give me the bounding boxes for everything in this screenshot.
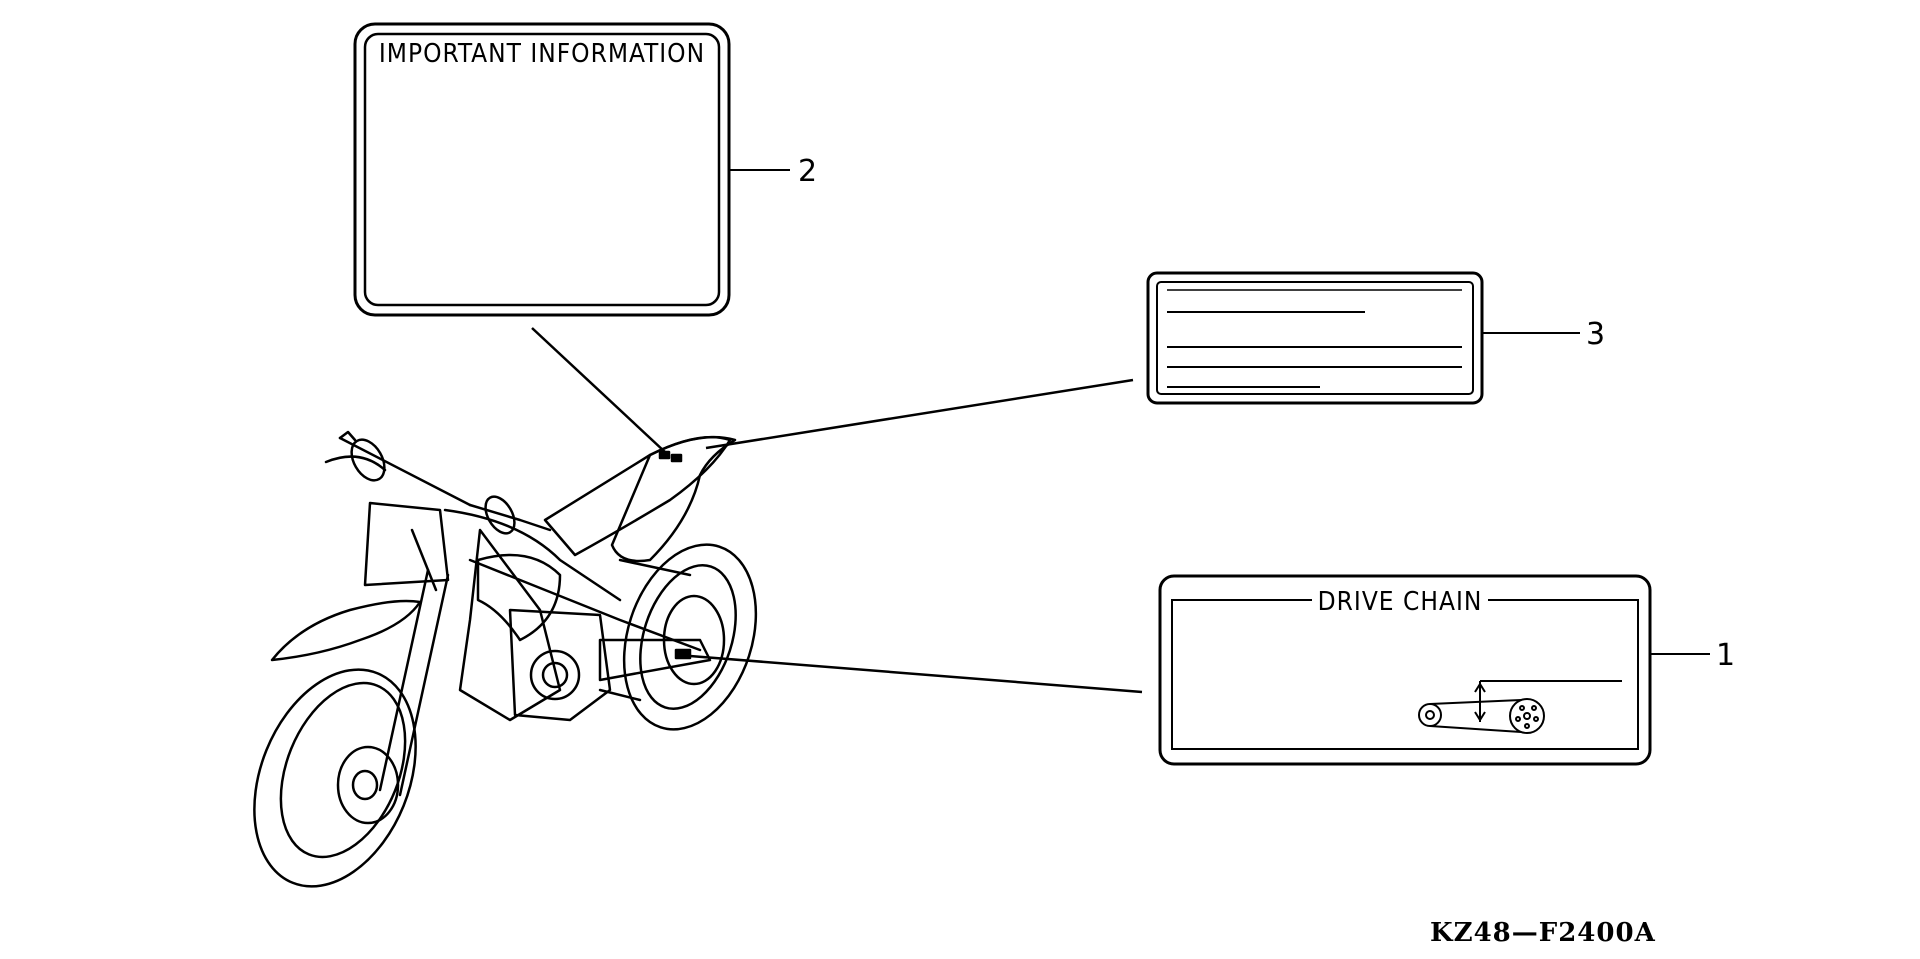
callout-number-2: 2 bbox=[798, 154, 817, 189]
leader-line-2 bbox=[531, 327, 666, 453]
drive-chain-label: DRIVE CHAIN bbox=[1158, 574, 1652, 766]
important-information-label: IMPORTANT INFORMATION bbox=[353, 22, 731, 317]
drive-chain-title: DRIVE CHAIN bbox=[1318, 587, 1483, 617]
leader-line-1 bbox=[689, 654, 1143, 694]
callout-number-1: 1 bbox=[1716, 638, 1735, 673]
diagram-code: KZ48—F2400A bbox=[1430, 918, 1656, 948]
important-information-title: IMPORTANT INFORMATION bbox=[379, 39, 705, 69]
leader-line-3 bbox=[705, 378, 1134, 450]
chain-slack-icon bbox=[1418, 680, 1622, 734]
callout-number-3: 3 bbox=[1586, 317, 1605, 352]
warning-text-label bbox=[1146, 271, 1484, 405]
motorcycle-illustration bbox=[253, 430, 758, 888]
